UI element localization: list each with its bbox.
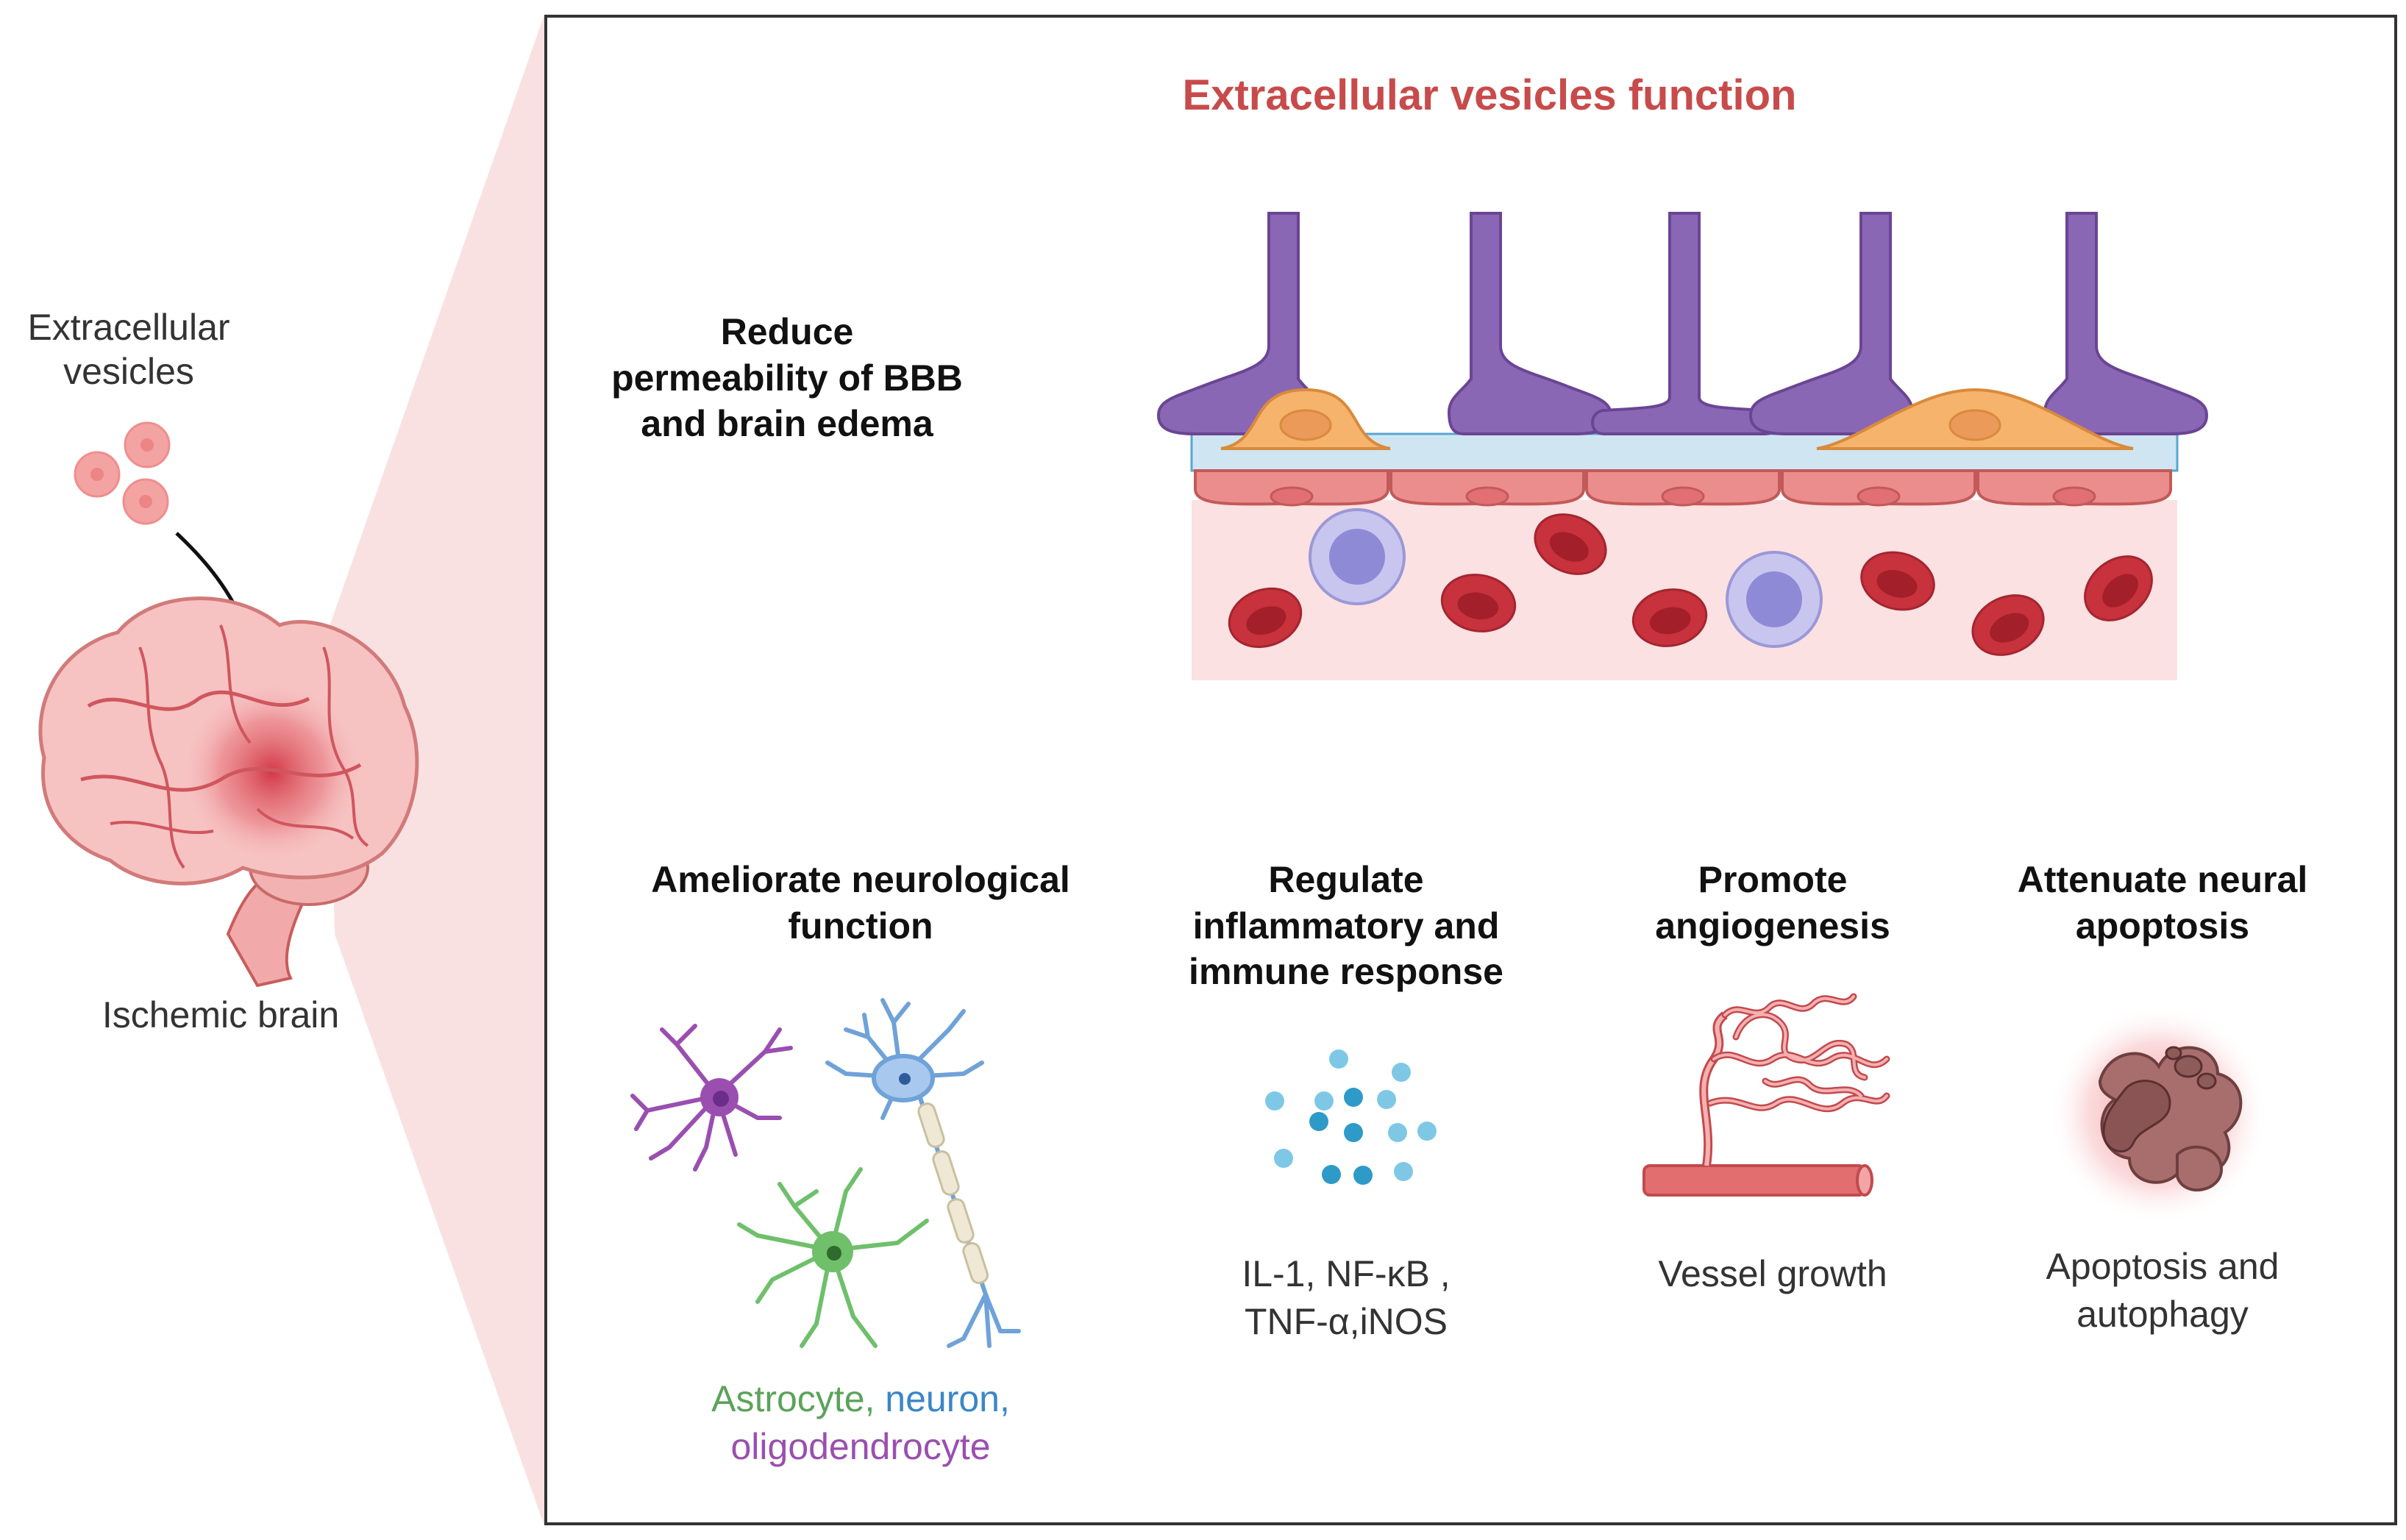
cytokine-dot [1314,1091,1334,1111]
cytokine-dot [1353,1166,1373,1185]
oligodendrocyte-cell [630,1024,793,1172]
cytokine-dot [1329,1049,1348,1069]
cytokine-dot [1344,1123,1363,1142]
zoom-wedge [327,15,544,1526]
astrocyte-caption: Astrocyte, [711,1378,875,1419]
cytokine-dot [1265,1091,1284,1111]
endothelial-layer [1194,469,2172,507]
ev-label: Extracellular vesicles [27,307,230,392]
cytokines-icon [1265,1049,1437,1185]
cytokine-dot [1388,1123,1407,1142]
apoptosis-icon [2049,1004,2269,1224]
endothelial-cell [1389,469,1585,507]
red-blood-cell [1228,587,1303,649]
endothelial-cell [1976,469,2172,507]
blood-cells [1228,508,2153,656]
pericyte-endfoot [1591,212,1778,435]
cytokines-caption: IL-1, NF-κB , TNF-α,iNOS [1242,1253,1451,1342]
white-blood-cell [1726,551,1823,648]
red-blood-cell [2084,555,2153,621]
white-blood-cell [1309,508,1406,605]
cytokine-dot [1417,1122,1437,1141]
neuro-function-title: Ameliorate neurological function [651,859,1070,947]
endothelial-cell [1781,469,1976,507]
cytokine-dot [1394,1162,1413,1181]
red-blood-cell [1440,574,1517,632]
astrocyte-endfoot [1816,388,2134,450]
endothelial-cell [1585,469,1781,507]
angiogenesis-function-title: Promote angiogenesis [1655,859,1890,947]
apoptosis-function-title: Attenuate neural apoptosis [2017,859,2308,947]
bbb-illustration [1156,212,2209,680]
ischemic-brain-label: Ischemic brain [102,994,340,1035]
pericyte-endfoot [2043,212,2209,435]
neural-cells-illustration [630,998,1021,1348]
neuron-caption: neuron, [875,1378,1010,1419]
red-blood-cell [1971,594,2045,656]
cytokine-dot [1392,1063,1411,1082]
astrocyte-cell [737,1167,929,1348]
cytokine-dot [1377,1090,1396,1109]
vessel-growth-icon [1642,993,1890,1197]
inflammation-function-title: Regulate inflammatory and immune respons… [1189,859,1503,992]
endothelial-cell [1194,469,1389,507]
cytokine-dot [1274,1149,1293,1168]
red-blood-cell [1534,513,1607,575]
vesicles-icon [74,421,171,525]
cytokine-dot [1344,1088,1363,1107]
ischemic-brain-icon [38,596,419,988]
cytokine-dot [1309,1112,1328,1131]
neural-cells-caption: Astrocyte, neuron, oligodendrocyte [633,1375,1089,1471]
main-title: Extracellular vesicles function [1182,71,1797,119]
red-blood-cell [1860,551,1935,611]
myelin-sheath [917,1102,989,1284]
astrocyte-endfoot [1220,388,1391,450]
cytokine-dot [1322,1165,1341,1184]
apoptosis-caption: Apoptosis and autophagy [2046,1246,2279,1335]
vessel-growth-caption: Vessel growth [1658,1253,1887,1294]
oligodendrocyte-caption: oligodendrocyte [730,1426,991,1467]
red-blood-cell [1631,588,1708,647]
bbb-function-title: Reduce permeability of BBB and brain ede… [611,311,963,444]
pericyte-layer [1156,212,2209,435]
astrocyte-layer [1220,388,2134,450]
